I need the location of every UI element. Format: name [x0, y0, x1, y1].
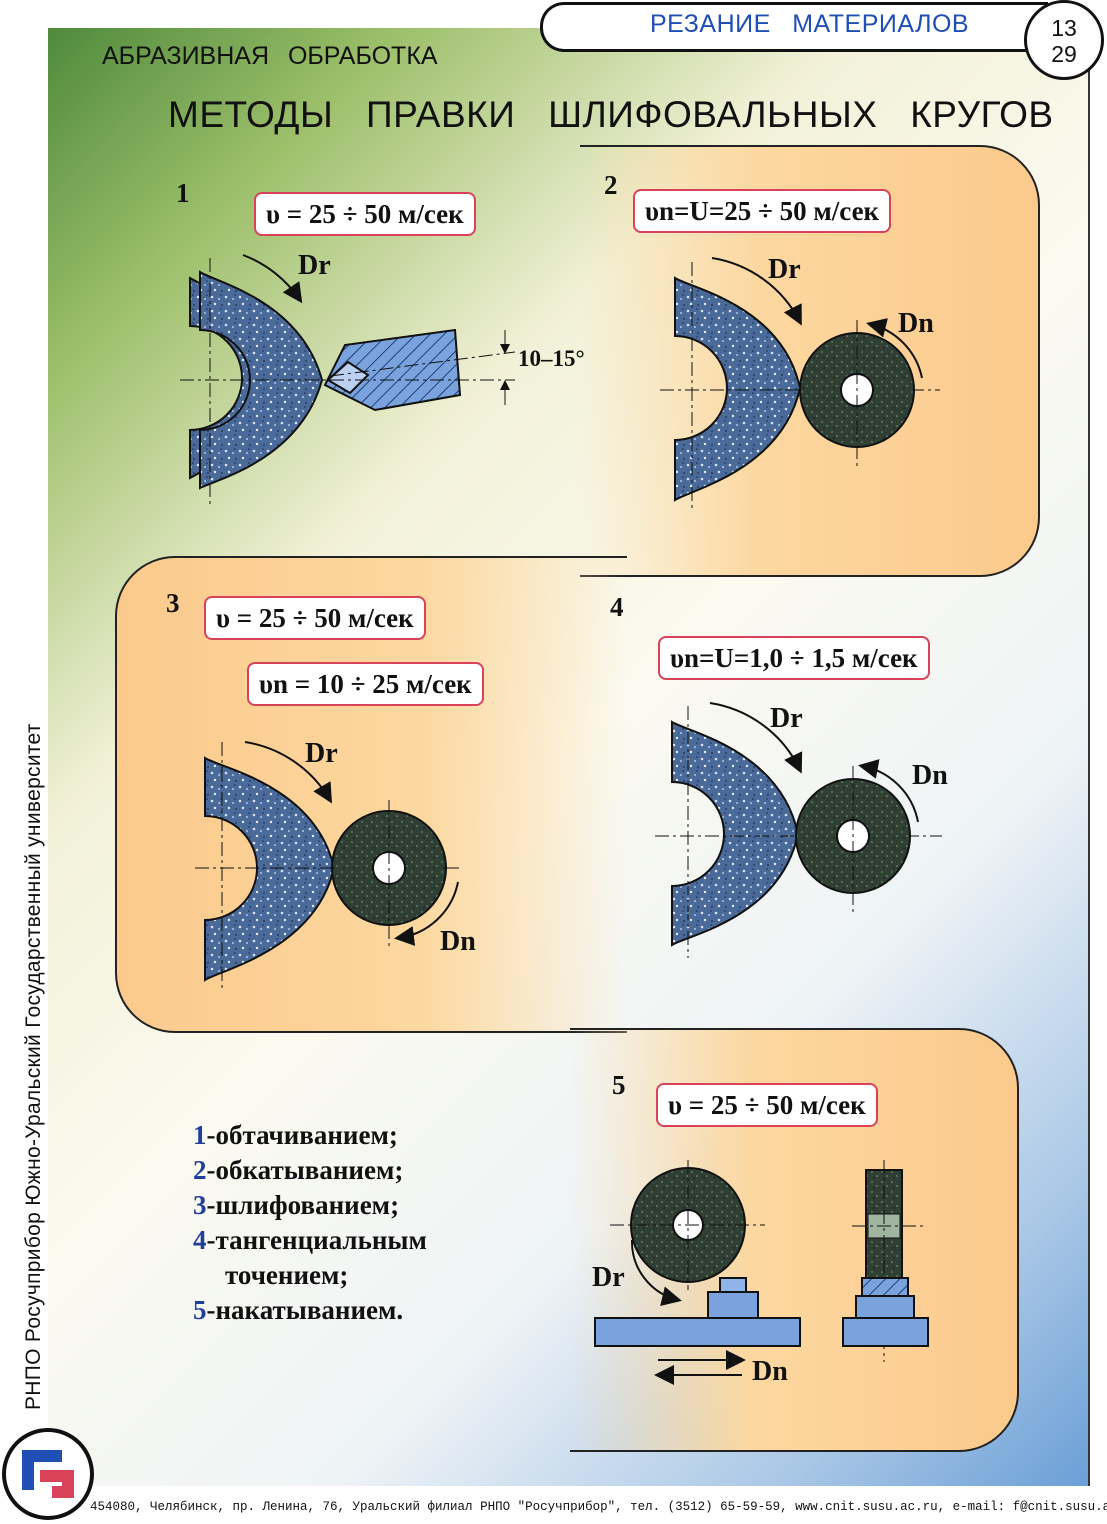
formula-4: υn=U=1,0 ÷ 1,5 м/сек: [658, 636, 930, 680]
page-number-top: 13: [1051, 15, 1077, 41]
header-topic: РЕЗАНИЕ МАТЕРИАЛОВ: [650, 10, 970, 38]
page-title: МЕТОДЫ ПРАВКИ ШЛИФОВАЛЬНЫХ КРУГОВ: [168, 94, 1054, 135]
method-number-5: 5: [612, 1070, 626, 1100]
diamond-tool: [323, 328, 462, 412]
legend-item: 4-тангенциальным: [193, 1225, 427, 1255]
legend-item: 1-обтачиванием;: [193, 1120, 398, 1150]
page-number-bottom: 29: [1051, 41, 1077, 67]
sidebar: [0, 28, 48, 1428]
label-dn-5: Dn: [752, 1356, 788, 1387]
legend-item: 3-шлифованием;: [193, 1190, 400, 1220]
label-dr-3: Dr: [305, 738, 338, 769]
formula-3b: υn = 10 ÷ 25 м/сек: [247, 662, 484, 706]
formula-1: υ = 25 ÷ 50 м/сек: [254, 192, 476, 236]
method-3-drawing: [195, 741, 460, 990]
method-1-drawing: [180, 254, 516, 505]
footer-address: 454080, Челябинск, пр. Ленина, 76, Ураль…: [90, 1500, 1107, 1514]
label-dr-1: Dr: [298, 250, 331, 281]
formula-2: υn=U=25 ÷ 50 м/сек: [633, 189, 892, 233]
label-angle-1: 10–15°: [518, 346, 585, 371]
formula-5: υ = 25 ÷ 50 м/сек: [656, 1083, 878, 1127]
legend-item: точением;: [225, 1260, 349, 1290]
method-number-4: 4: [610, 592, 624, 622]
page-number-badge: 13 29: [1024, 0, 1104, 80]
label-dr-4: Dr: [770, 703, 803, 734]
formula-3a: υ = 25 ÷ 50 м/сек: [204, 596, 426, 640]
table-slide: [594, 1317, 801, 1347]
label-dr-5: Dr: [592, 1262, 625, 1293]
section-title: АБРАЗИВНАЯ ОБРАБОТКА: [102, 42, 438, 70]
method-4-drawing: [655, 702, 942, 958]
label-dn-2: Dn: [898, 308, 934, 339]
label-dn-3: Dn: [440, 926, 476, 957]
legend-item: 5-накатыванием.: [193, 1295, 404, 1325]
legend-item: 2-обкатыванием;: [193, 1155, 404, 1185]
method-2-drawing: [660, 257, 940, 512]
method-number-1: 1: [176, 178, 190, 208]
header-banner: [540, 2, 1048, 52]
method-number-2: 2: [604, 170, 618, 200]
label-dn-4: Dn: [912, 760, 948, 791]
method-5-drawing: [594, 1160, 929, 1385]
rnpo-logo: [2, 1428, 94, 1520]
method-number-3: 3: [166, 588, 180, 618]
methods-legend: 1-обтачиванием; 2-обкатыванием; 3-шлифов…: [193, 1118, 427, 1328]
label-dr-2: Dr: [768, 254, 801, 285]
